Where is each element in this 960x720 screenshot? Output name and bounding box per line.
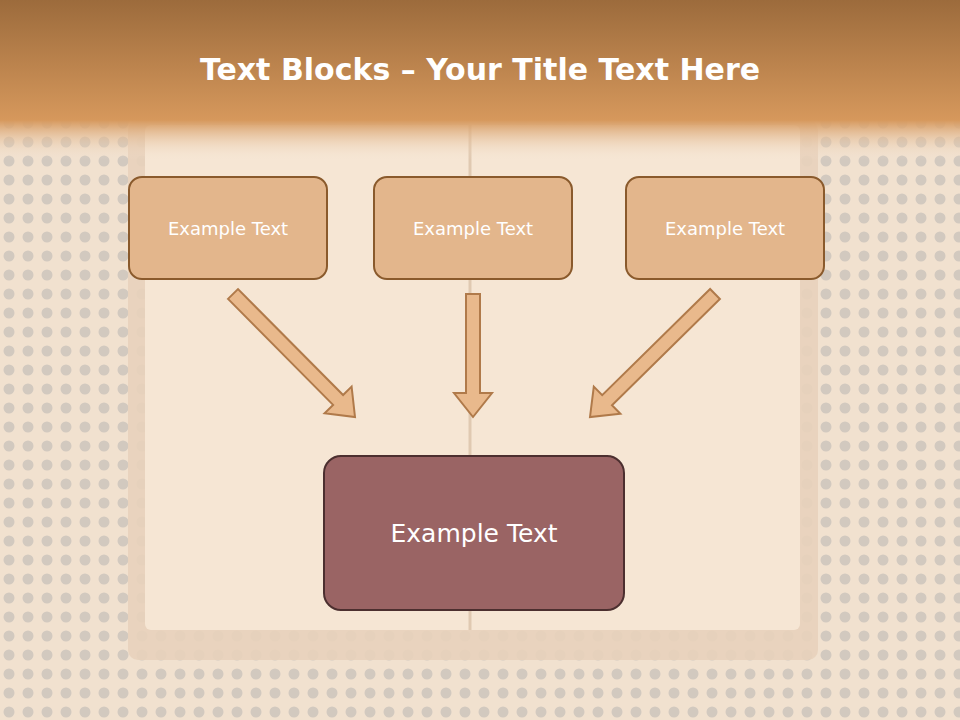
text-block-box: Example Text: [373, 176, 573, 280]
text-block-box: Example Text: [128, 176, 328, 280]
block-arrow: [590, 289, 720, 417]
result-box: Example Text: [323, 455, 625, 611]
block-arrow: [228, 289, 355, 417]
box-text: Example Text: [653, 214, 797, 243]
text-block-box: Example Text: [625, 176, 825, 280]
slide-title: Text Blocks – Your Title Text Here: [0, 52, 960, 87]
box-text: Example Text: [401, 214, 545, 243]
box-text: Example Text: [156, 214, 300, 243]
box-text: Example Text: [379, 515, 570, 552]
block-arrow: [454, 294, 492, 417]
